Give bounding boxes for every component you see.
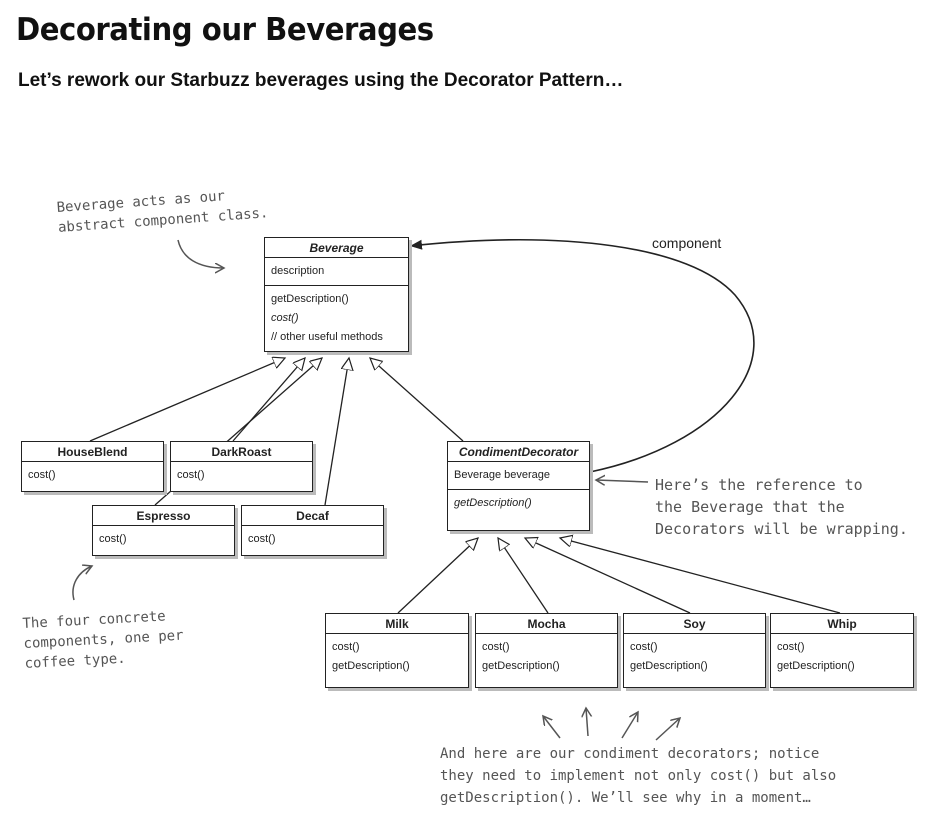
note-arrow-condiment-4 <box>655 718 680 741</box>
inherit-darkroast <box>232 358 305 442</box>
method: getDescription() <box>271 293 349 305</box>
class-soy: Soy cost() getDescription() <box>623 613 766 688</box>
note-arrow-beverage <box>177 239 224 268</box>
class-methods: cost() getDescription() <box>326 634 468 687</box>
method: cost() <box>177 469 205 481</box>
inherit-decaf <box>324 358 349 506</box>
class-espresso: Espresso cost() <box>92 505 235 556</box>
method: cost() <box>332 641 360 653</box>
note-line: Decorators will be wrapping. <box>655 520 908 538</box>
method: getDescription() <box>482 660 560 672</box>
inherit-mocha <box>498 538 549 614</box>
class-name: Soy <box>624 614 765 634</box>
note-line: getDescription(). We’ll see why in a mom… <box>440 790 811 806</box>
method: getDescription() <box>630 660 708 672</box>
method: getDescription() <box>332 660 410 672</box>
method: cost() <box>777 641 805 653</box>
method: // other useful methods <box>271 331 383 343</box>
class-houseblend: HouseBlend cost() <box>21 441 164 492</box>
method: cost() <box>28 469 56 481</box>
class-methods: getDescription() cost() // other useful … <box>265 286 408 351</box>
method: cost() <box>482 641 510 653</box>
class-condimentdecorator: CondimentDecorator Beverage beverage get… <box>447 441 590 531</box>
method: cost() <box>630 641 658 653</box>
note-line: And here are our condiment decorators; n… <box>440 746 820 762</box>
class-methods: cost() <box>93 526 234 555</box>
method: cost() <box>99 533 127 545</box>
class-methods: cost() <box>171 462 312 491</box>
class-methods: getDescription() <box>448 490 589 530</box>
class-attributes: description <box>265 258 408 286</box>
note-line: they need to implement not only cost() b… <box>440 768 837 784</box>
note-line: Here’s the reference to <box>655 476 863 494</box>
class-methods: cost() getDescription() <box>624 634 765 687</box>
inherit-houseblend <box>89 358 285 442</box>
class-methods: cost() <box>242 526 383 555</box>
class-milk: Milk cost() getDescription() <box>325 613 469 688</box>
note-line: the Beverage that the <box>655 498 845 516</box>
method: cost() <box>248 533 276 545</box>
page-title: Decorating our Beverages <box>16 12 434 48</box>
class-name: Beverage <box>265 238 408 258</box>
class-beverage: Beverage description getDescription() co… <box>264 237 409 352</box>
class-name: DarkRoast <box>171 442 312 462</box>
class-darkroast: DarkRoast cost() <box>170 441 313 492</box>
inherit-milk <box>397 538 478 614</box>
class-mocha: Mocha cost() getDescription() <box>475 613 618 688</box>
class-name: HouseBlend <box>22 442 163 462</box>
class-methods: cost() getDescription() <box>476 634 617 687</box>
note-arrow-reference <box>596 480 649 482</box>
method: getDescription() <box>454 497 532 509</box>
component-label: component <box>652 235 722 251</box>
attribute: description <box>271 265 325 277</box>
class-name: Mocha <box>476 614 617 634</box>
inherit-condimentdecorator <box>370 358 464 442</box>
class-name: Milk <box>326 614 468 634</box>
class-methods: cost() getDescription() <box>771 634 913 687</box>
class-whip: Whip cost() getDescription() <box>770 613 914 688</box>
component-association <box>409 239 755 473</box>
note-condiment: And here are our condiment decorators; n… <box>440 743 836 809</box>
note-arrow-condiment-1 <box>543 716 561 739</box>
class-methods: cost() <box>22 462 163 491</box>
inherit-whip <box>560 538 841 614</box>
class-decaf: Decaf cost() <box>241 505 384 556</box>
note-reference: Here’s the reference to the Beverage tha… <box>655 474 908 540</box>
attribute: Beverage beverage <box>454 469 551 481</box>
method: getDescription() <box>777 660 855 672</box>
note-arrow-concrete <box>72 566 92 601</box>
class-name: CondimentDecorator <box>448 442 589 462</box>
class-attributes: Beverage beverage <box>448 462 589 490</box>
note-concrete: The four concrete components, one per co… <box>22 606 185 674</box>
class-name: Whip <box>771 614 913 634</box>
class-name: Espresso <box>93 506 234 526</box>
inherit-soy <box>525 538 691 614</box>
note-arrow-condiment-2 <box>586 708 588 737</box>
method: cost() <box>271 312 299 324</box>
page-subtitle: Let’s rework our Starbuzz beverages usin… <box>18 70 624 91</box>
class-name: Decaf <box>242 506 383 526</box>
note-arrow-condiment-3 <box>621 712 638 739</box>
